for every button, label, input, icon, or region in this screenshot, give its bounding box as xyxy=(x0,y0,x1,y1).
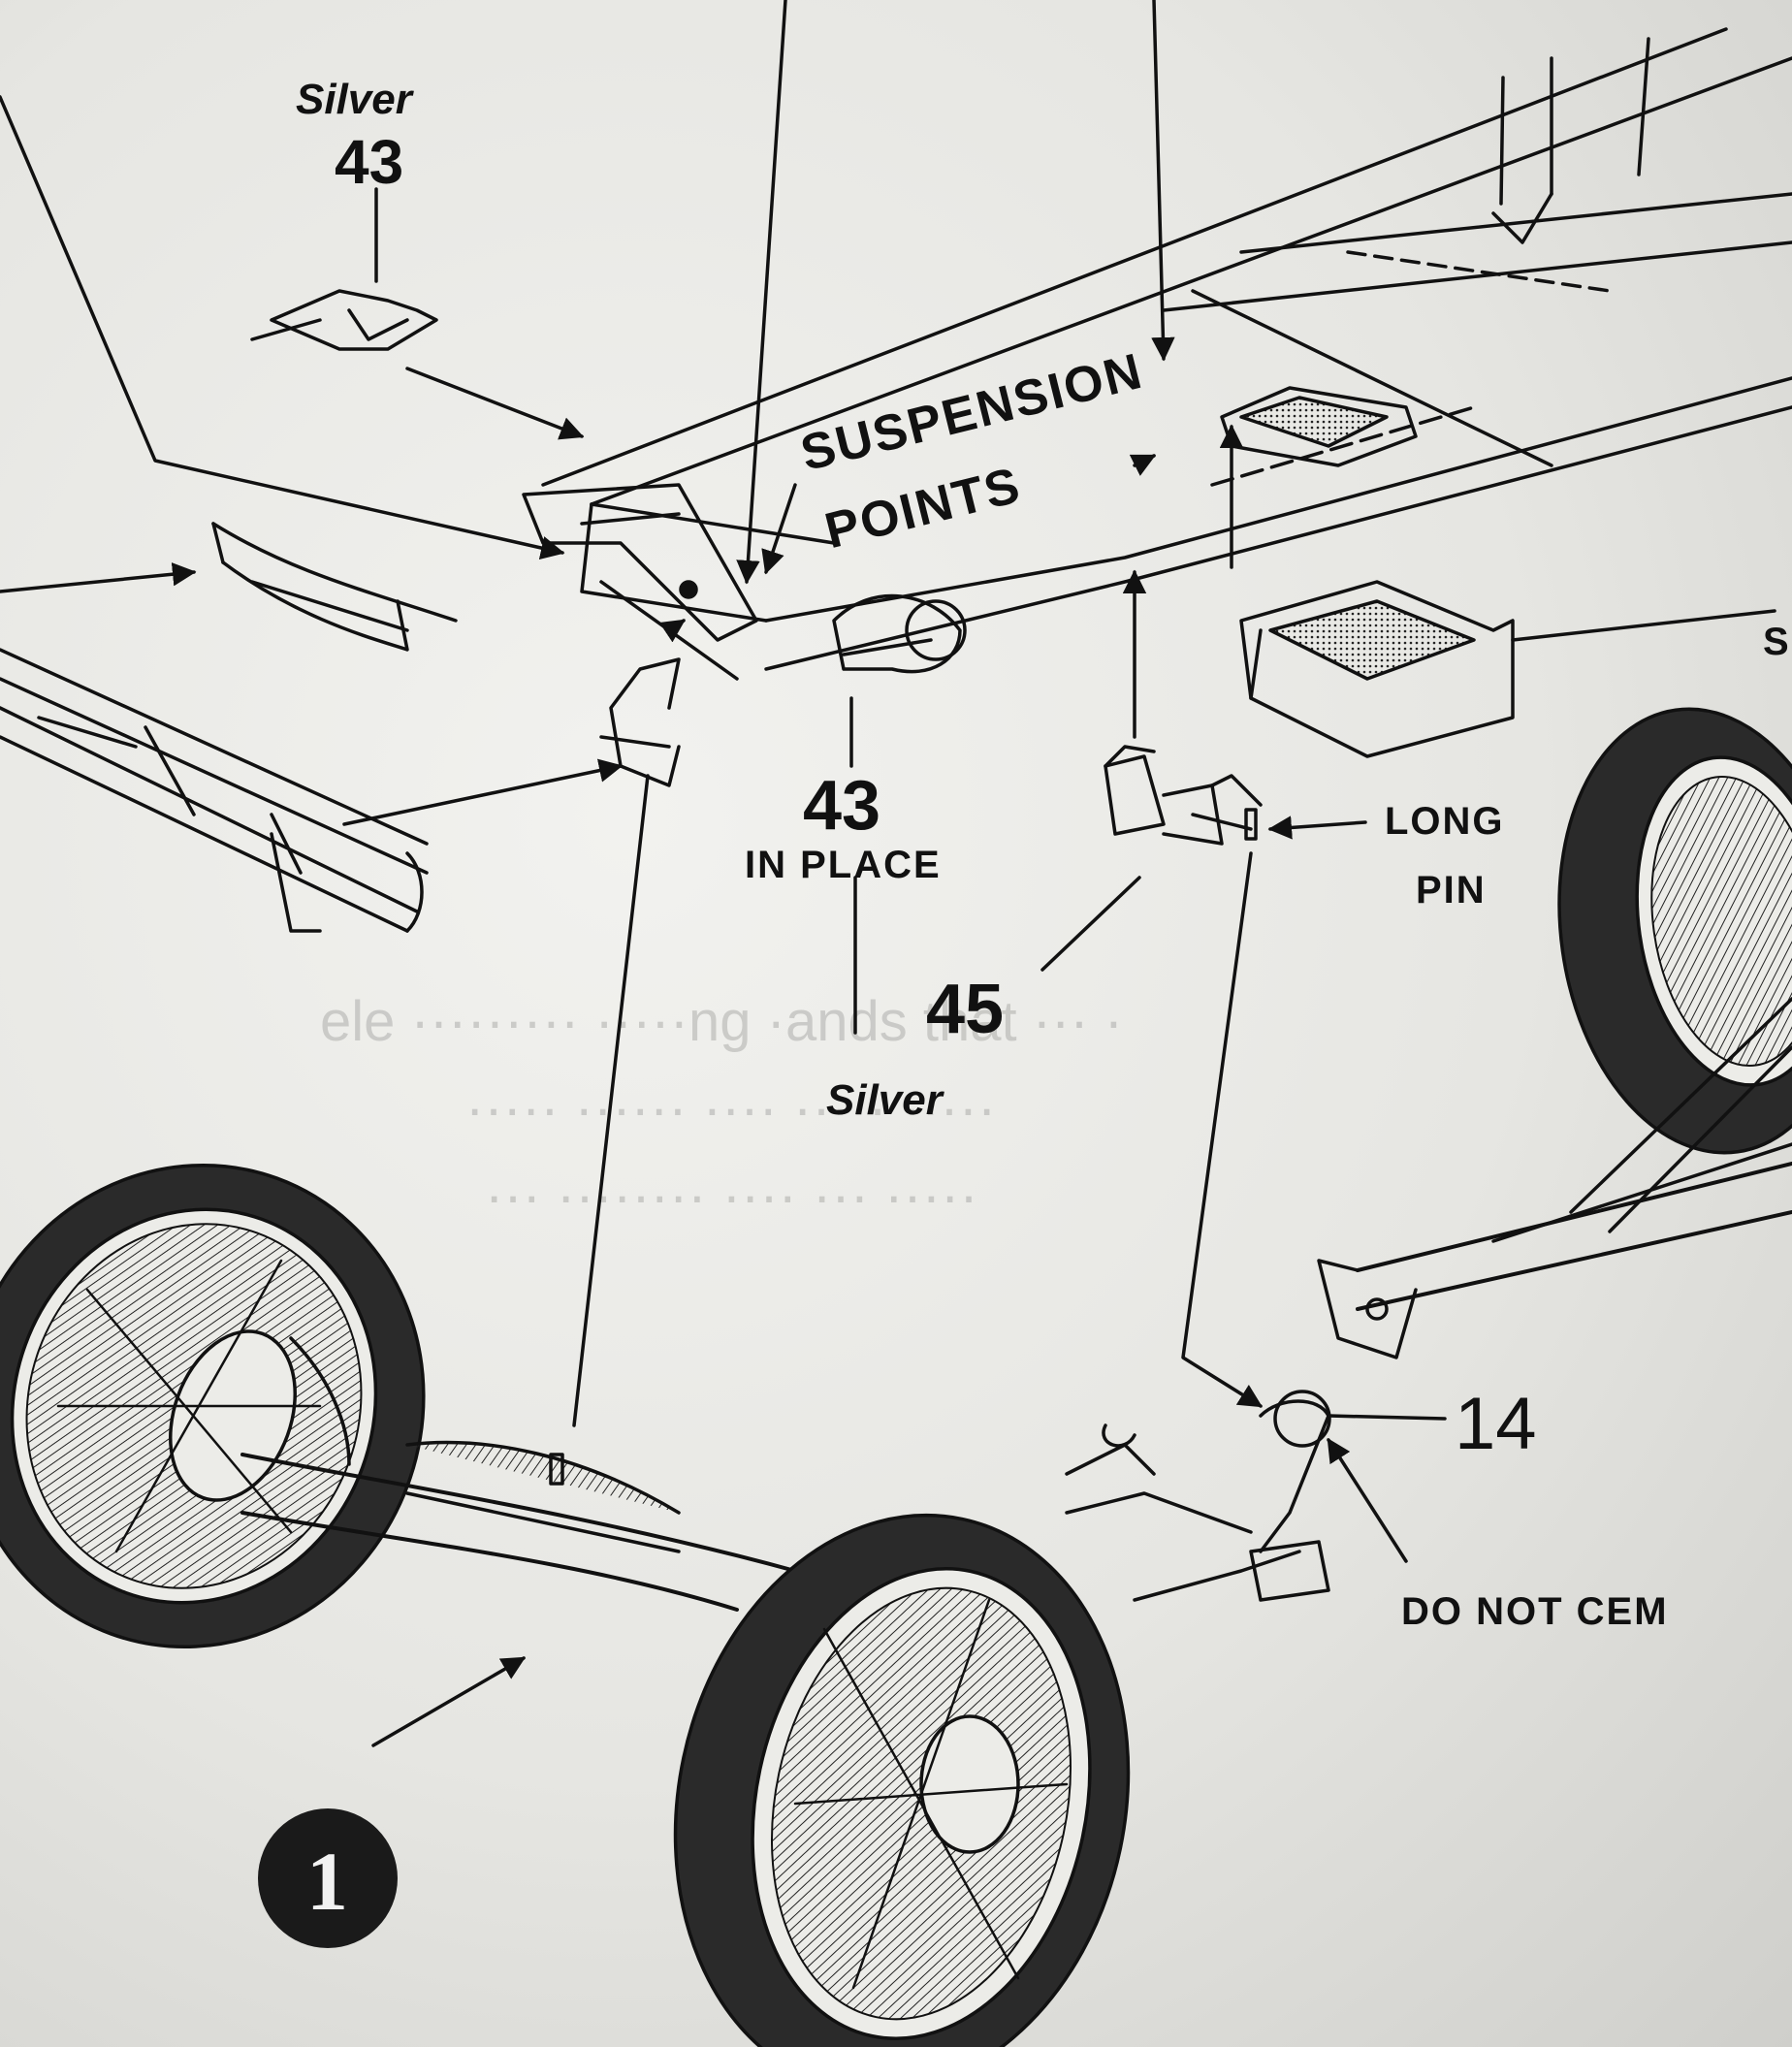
tray-part xyxy=(1239,580,1515,758)
fender-strip-part xyxy=(211,522,458,652)
label-45: 45 xyxy=(926,971,1005,1048)
part-43-in-place xyxy=(832,593,967,674)
label-do-not-cement: DO NOT CEM xyxy=(1401,1590,1669,1633)
label-43-top: 43 xyxy=(335,127,404,197)
part-45-bracket xyxy=(1104,745,1263,846)
front-axle xyxy=(240,1336,1301,1612)
rear-axle xyxy=(1317,997,1792,1359)
label-edge-s: S xyxy=(1763,621,1791,663)
wheel-rear-right xyxy=(1557,707,1792,1155)
front-crossmember xyxy=(522,483,758,787)
bleed-text: ele ········· ·····ng ·ands that ··· · xyxy=(320,990,1124,1053)
leaf-spring-left xyxy=(0,648,429,933)
label-pin: PIN xyxy=(1416,869,1487,912)
label-long: LONG xyxy=(1385,800,1505,843)
part-14-steering-arm xyxy=(1249,1390,1331,1602)
label-in-place: IN PLACE xyxy=(745,844,942,886)
callout-1-circle xyxy=(258,1808,398,1948)
label-silver-mid: Silver xyxy=(826,1076,943,1124)
arrows xyxy=(0,0,1447,1747)
part-43-top xyxy=(250,289,438,351)
wheel-front-left xyxy=(0,1163,426,1649)
label-14: 14 xyxy=(1455,1383,1537,1465)
label-silver-top: Silver xyxy=(296,76,412,123)
callout-1-number: 1 xyxy=(306,1835,348,1928)
bleed-text: ··· ········ ···· ··· ····· xyxy=(485,1165,978,1228)
bleed-text: ····· ······ ···· ····· ····· xyxy=(465,1077,997,1140)
tray-leader xyxy=(1511,609,1776,642)
label-43-mid: 43 xyxy=(803,767,881,845)
wheel-front-right xyxy=(673,1513,1131,2047)
